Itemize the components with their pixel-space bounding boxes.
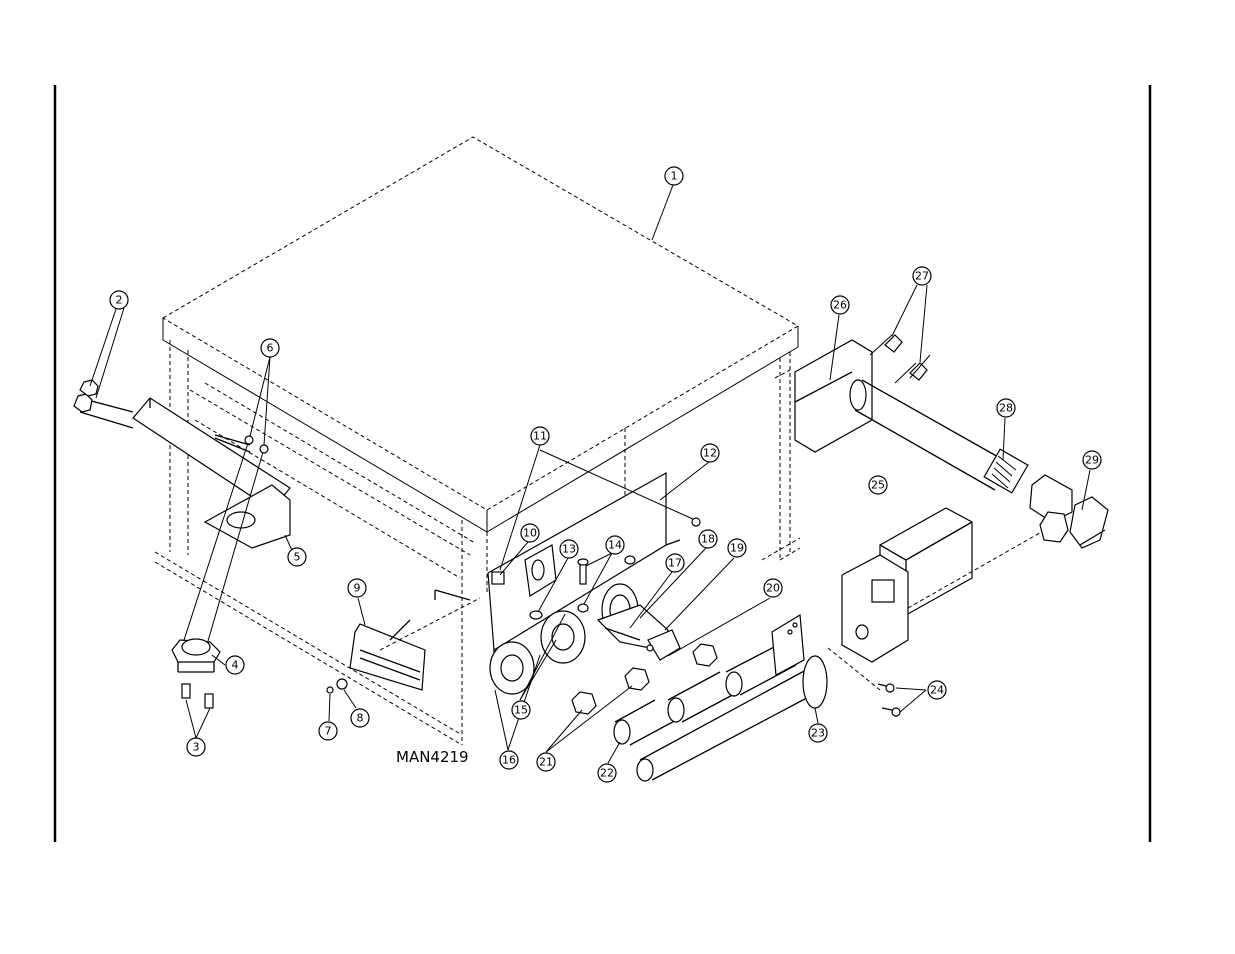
svg-text:26: 26 (833, 299, 847, 312)
flex-connector (983, 448, 1029, 494)
svg-text:1: 1 (671, 170, 678, 183)
svg-text:24: 24 (930, 684, 944, 697)
gaskets (489, 610, 586, 695)
svg-text:15: 15 (514, 704, 528, 717)
svg-text:13: 13 (562, 543, 576, 556)
callout-25: 25 (868, 475, 888, 495)
callout-3: 3 (186, 737, 206, 757)
svg-text:28: 28 (999, 402, 1013, 415)
svg-text:10: 10 (523, 527, 537, 540)
svg-text:19: 19 (730, 542, 744, 555)
callout-29: 29 (1082, 450, 1102, 470)
svg-text:9: 9 (354, 582, 361, 595)
callout-18: 18 (698, 529, 718, 549)
svg-text:20: 20 (766, 582, 780, 595)
svg-text:27: 27 (915, 270, 929, 283)
limit-switch (171, 435, 269, 709)
callouts: 1 2 3 4 5 6 7 8 9 10 11 12 13 14 15 16 1… (109, 166, 1102, 783)
callout-4: 4 (225, 655, 245, 675)
callout-24: 24 (927, 680, 947, 700)
svg-text:11: 11 (533, 430, 547, 443)
screws (877, 683, 901, 717)
svg-text:2: 2 (116, 294, 123, 307)
model-code: MAN4219 (396, 748, 469, 766)
callout-1: 1 (664, 166, 684, 186)
svg-text:7: 7 (325, 725, 332, 738)
callout-10: 10 (520, 523, 540, 543)
callout-21: 21 (536, 752, 556, 772)
burner-manifold (571, 613, 828, 782)
callout-2: 2 (109, 290, 129, 310)
svg-text:18: 18 (701, 533, 715, 546)
callout-9: 9 (347, 578, 367, 598)
gas-valve (827, 507, 1046, 691)
callout-14: 14 (605, 535, 625, 555)
control-panel (487, 449, 701, 661)
callout-22: 22 (597, 763, 617, 783)
terminal-block (326, 589, 481, 694)
svg-text:3: 3 (193, 741, 200, 754)
callout-23: 23 (808, 723, 828, 743)
callout-6: 6 (260, 338, 280, 358)
svg-text:5: 5 (294, 551, 301, 564)
leader-lines (89, 184, 1091, 764)
svg-text:25: 25 (871, 479, 885, 492)
gas-supply-pipe (794, 334, 1109, 549)
callout-8: 8 (350, 708, 370, 728)
svg-text:4: 4 (232, 659, 239, 672)
cabinet (154, 136, 801, 746)
svg-text:16: 16 (502, 754, 516, 767)
svg-text:23: 23 (811, 727, 825, 740)
callout-16: 16 (499, 750, 519, 770)
svg-text:22: 22 (600, 767, 614, 780)
callout-26: 26 (830, 295, 850, 315)
callout-27: 27 (912, 266, 932, 286)
callout-17: 17 (665, 553, 685, 573)
callout-11: 11 (530, 426, 550, 446)
left-bracket-assembly (73, 379, 291, 549)
callout-5: 5 (287, 547, 307, 567)
svg-text:8: 8 (357, 712, 364, 725)
callout-7: 7 (318, 721, 338, 741)
svg-text:29: 29 (1085, 454, 1099, 467)
callout-28: 28 (996, 398, 1016, 418)
callout-20: 20 (763, 578, 783, 598)
callout-12: 12 (700, 443, 720, 463)
svg-text:6: 6 (267, 342, 274, 355)
svg-text:17: 17 (668, 557, 682, 570)
callout-19: 19 (727, 538, 747, 558)
svg-text:12: 12 (703, 447, 717, 460)
svg-text:14: 14 (608, 539, 622, 552)
callout-15: 15 (511, 700, 531, 720)
callout-13: 13 (559, 539, 579, 559)
svg-text:21: 21 (539, 756, 553, 769)
